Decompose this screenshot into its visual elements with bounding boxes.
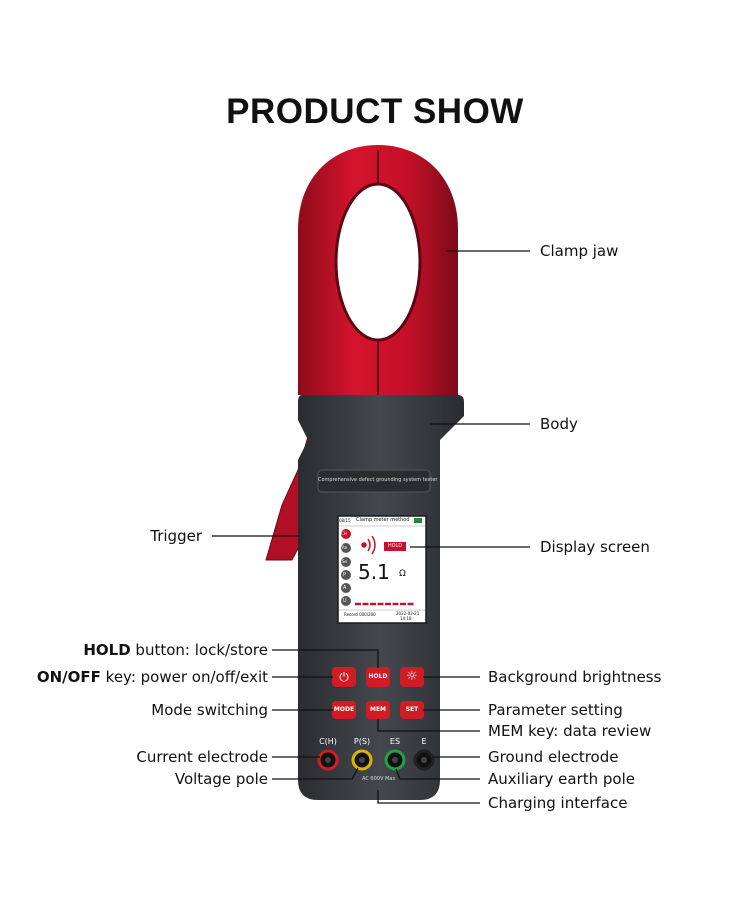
screen-icon-ch: CH [341,531,347,536]
label-current-electrode: Current electrode [136,748,268,766]
label-charging-interface: Charging interface [488,794,628,812]
power-icon[interactable]: ⏻ [339,670,349,684]
jack-label-ch: C(H) [319,737,337,746]
signal-icon [361,535,376,555]
screen-mode-text: Clamp meter method [356,517,410,523]
mem-button-label[interactable]: MEM [369,706,387,713]
label-auxiliary-earth-pole: Auxiliary earth pole [488,770,635,788]
label-display-screen: Display screen [540,538,650,556]
label-trigger: Trigger [150,527,202,545]
brightness-button [400,667,424,687]
screen-value: 5.1 [358,560,390,584]
display-screen [337,515,427,624]
screen-unit: Ω [399,569,406,579]
label-hold-bold: HOLD [83,641,131,659]
panel-label: Comprehensive defect grounding system te… [318,477,438,483]
screen-side-icons [341,529,351,606]
label-hold-button: HOLD button: lock/store [20,641,268,659]
hold-button [366,667,390,687]
power-button [332,667,356,687]
label-mode-switching: Mode switching [151,701,268,719]
label-onoff-rest: key: power on/off/exit [100,668,268,686]
set-button-label[interactable]: SET [405,706,419,713]
screen-hold-badge: HOLD [387,543,403,549]
label-mem-key: MEM key: data review [488,722,652,740]
hold-badge-bg [384,542,406,551]
charging-port-text: AC 600V Max [362,776,396,782]
label-hold-rest: button: lock/store [130,641,268,659]
screen-record: Record 000/200 [344,612,376,617]
label-voltage-pole: Voltage pole [174,770,268,788]
label-parameter-setting: Parameter setting [488,701,623,719]
screen-date: 2022-03-21 [396,611,420,616]
screen-icon-u: U [343,598,347,604]
screen-icon-re: Re [342,545,348,550]
screen-icon-se: Se [342,559,347,564]
brightness-icon[interactable]: ☼ [406,669,418,684]
set-button [400,701,424,719]
screen-icon-p: P [343,572,347,578]
label-clamp-jaw: Clamp jaw [540,242,619,260]
jack-label-ps: P(S) [353,737,371,746]
screen-time: 14:18 [400,616,412,621]
label-onoff-key: ON/OFF key: power on/off/exit [10,668,268,686]
page-title: PRODUCT SHOW [226,92,524,131]
clamp-jaw [298,145,458,395]
label-ground-electrode: Ground electrode [488,748,619,766]
buttons [332,667,424,719]
jacks [317,749,435,771]
mode-button [332,701,356,719]
mode-button-label[interactable]: MODE [333,706,355,713]
label-onoff-bold: ON/OFF [36,668,101,686]
screen-icon-a: A [343,585,347,591]
leader-lines [212,250,530,804]
hold-button-label[interactable]: HOLD [368,673,388,680]
label-body: Body [540,415,578,433]
jack-label-e: E [421,737,427,746]
jack-label-es: ES [389,737,401,746]
label-background-brightness: Background brightness [488,668,662,686]
screen-top-left: 08/15 [339,518,351,523]
mem-button [366,701,390,719]
